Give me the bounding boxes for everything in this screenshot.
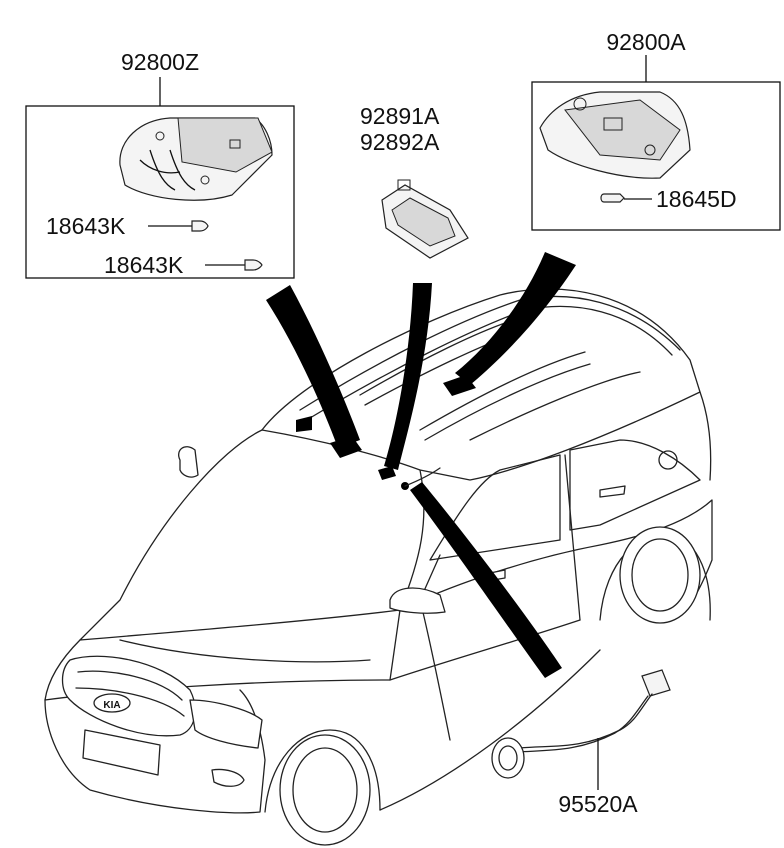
label-92800A: 92800A (606, 29, 686, 55)
vehicle-outline: KIA (44, 288, 713, 846)
label-18643K-a: 18643K (46, 213, 126, 239)
callout-wedge-room-lamp (455, 252, 576, 385)
kia-badge: KIA (103, 700, 120, 711)
label-18643K-b: 18643K (104, 252, 184, 278)
bulb-icon (191, 220, 209, 232)
front-lamp-assy-group: 92800Z 18643K 18643K (25, 49, 295, 279)
callout-wedge-vanity-lamp (384, 283, 432, 470)
sensor-connector (641, 669, 671, 697)
label-18645D: 18645D (656, 186, 737, 212)
room-lamp-box (531, 81, 781, 231)
bulb-icon (600, 193, 625, 203)
bulb-icon (244, 259, 263, 271)
room-lamp-assy-group: 92800A 18645D (531, 29, 781, 231)
sensor-assy-group: 95520A (491, 669, 671, 817)
label-95520A: 95520A (558, 791, 638, 817)
label-92891A: 92891A (360, 103, 440, 129)
vanity-lamp-group: 92891A 92892A (360, 103, 469, 259)
callout-wedge-front-lamp (266, 285, 360, 448)
sensor-disc (491, 737, 525, 779)
callout-wedge-sensor (410, 482, 562, 678)
label-92892A: 92892A (360, 129, 440, 155)
roof-mounted-parts (296, 375, 476, 490)
label-92800Z: 92800Z (121, 49, 199, 75)
